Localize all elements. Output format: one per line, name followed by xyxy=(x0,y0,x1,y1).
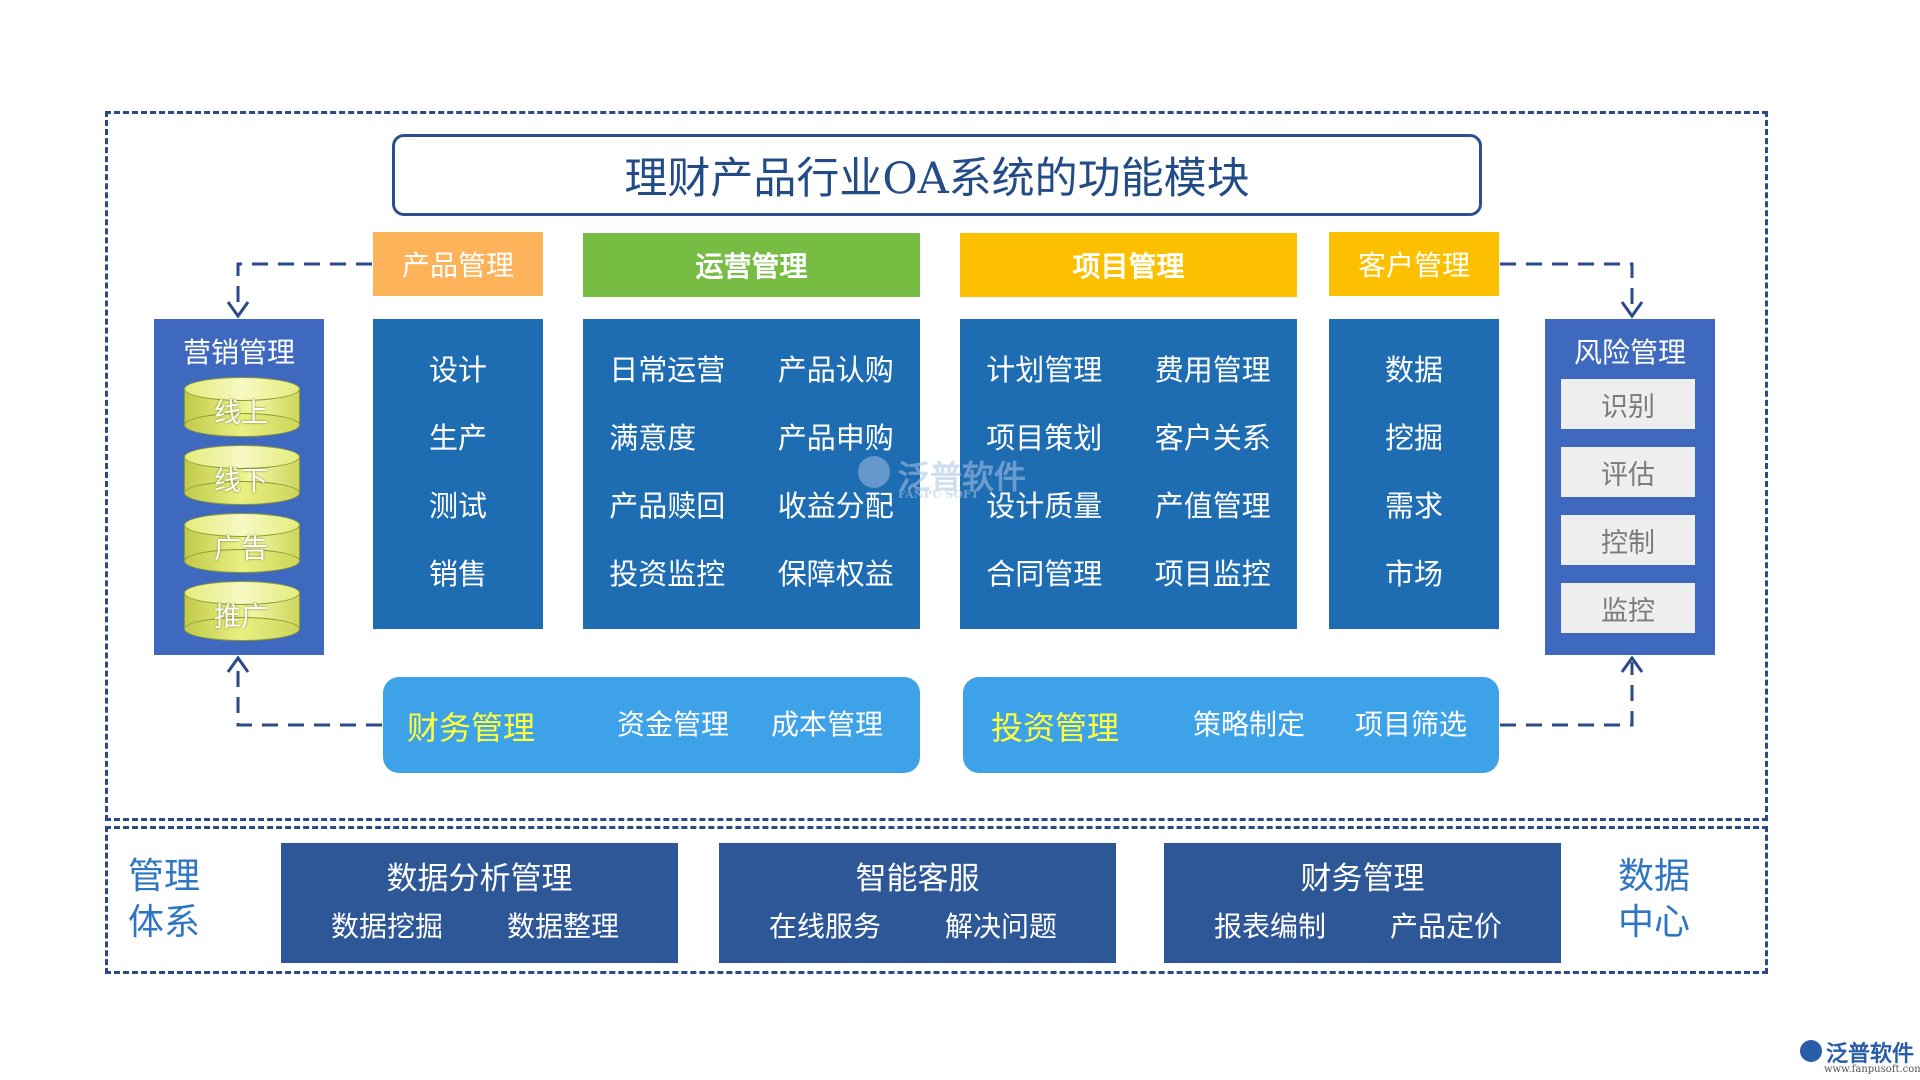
cylinder-promotion: 推广 xyxy=(184,581,300,641)
label-line: 管理 xyxy=(128,856,201,897)
list-item: 产品赎回 xyxy=(609,489,726,523)
marketing-title: 营销管理 xyxy=(182,336,295,369)
finance-management-bar: 财务管理 资金管理 成本管理 xyxy=(383,677,920,773)
brand-icon xyxy=(1800,1040,1822,1062)
investment-management-bar: 投资管理 策略制定 项目筛选 xyxy=(963,677,1499,773)
box-title: 数据分析管理 xyxy=(386,861,573,897)
cylinder-label: 线上 xyxy=(214,398,268,429)
label-line: 数据 xyxy=(1618,856,1691,897)
cylinder-label: 线下 xyxy=(214,466,268,497)
list-item: 费用管理 xyxy=(1154,353,1271,387)
risk-title: 风险管理 xyxy=(1573,336,1686,369)
list-item: 测试 xyxy=(428,489,487,523)
list-item: 挖掘 xyxy=(1384,421,1443,455)
list-item: 销售 xyxy=(428,557,487,591)
list-item: 收益分配 xyxy=(777,489,894,523)
cylinder-label: 广告 xyxy=(214,534,268,565)
cylinder-label: 推广 xyxy=(214,602,268,633)
brand-name: 泛普软件 xyxy=(1826,1041,1915,1067)
watermark-icon xyxy=(858,456,890,488)
data-analysis-box: 数据分析管理 数据挖掘 数据整理 xyxy=(281,843,678,963)
header-product-management: 产品管理 xyxy=(373,232,543,296)
marketing-management-panel: 营销管理 线上 线下 广告 推广 xyxy=(154,319,324,655)
label-line: 体系 xyxy=(128,902,201,943)
box-item: 数据整理 xyxy=(507,910,620,943)
investment-item: 策略制定 xyxy=(1193,708,1306,741)
watermark-subtext: FANPU SOFT xyxy=(898,488,979,501)
list-item: 计划管理 xyxy=(986,353,1103,387)
list-item: 设计质量 xyxy=(986,489,1103,523)
list-item: 满意度 xyxy=(609,421,697,455)
list-item: 生产 xyxy=(428,421,487,455)
list-item: 日常运营 xyxy=(609,353,726,387)
bottom-frame xyxy=(105,826,1768,974)
list-item: 保障权益 xyxy=(777,557,894,591)
watermark-logo: 泛普软件 FANPU SOFT xyxy=(858,452,1058,502)
data-center-label: 数据 中心 xyxy=(1618,854,1690,946)
finance-item: 资金管理 xyxy=(617,708,730,741)
list-item: 投资监控 xyxy=(609,557,726,591)
list-item: 数据 xyxy=(1384,353,1443,387)
product-management-panel: 设计 生产 测试 销售 xyxy=(373,319,543,629)
box-title: 财务管理 xyxy=(1300,861,1425,897)
box-item: 产品定价 xyxy=(1390,910,1503,943)
brand-logo: 泛普软件 www.fanpusoft.com xyxy=(1800,1036,1920,1078)
header-project-management: 项目管理 xyxy=(960,233,1297,297)
list-item: 设计 xyxy=(428,353,487,387)
management-system-label: 管理 体系 xyxy=(128,854,200,946)
box-item: 解决问题 xyxy=(945,910,1058,943)
list-item: 项目策划 xyxy=(986,421,1103,455)
finance-title: 财务管理 xyxy=(407,709,536,747)
list-item: 产值管理 xyxy=(1154,489,1271,523)
list-item: 市场 xyxy=(1384,557,1443,591)
cylinder-online: 线上 xyxy=(184,377,300,437)
cylinder-offline: 线下 xyxy=(184,445,300,505)
risk-item: 监控 xyxy=(1561,583,1695,633)
diagram-title: 理财产品行业OA系统的功能模块 xyxy=(392,134,1482,216)
box-title: 智能客服 xyxy=(855,861,980,897)
investment-title: 投资管理 xyxy=(991,709,1120,747)
risk-item: 评估 xyxy=(1561,447,1695,497)
list-item: 需求 xyxy=(1384,489,1443,523)
finance-box: 财务管理 报表编制 产品定价 xyxy=(1164,843,1561,963)
risk-management-panel: 风险管理 识别 评估 控制 监控 xyxy=(1545,319,1715,655)
list-item: 产品认购 xyxy=(777,353,894,387)
box-item: 数据挖掘 xyxy=(331,910,444,943)
watermark-text: 泛普软件 xyxy=(898,458,1027,496)
brand-url: www.fanpusoft.com xyxy=(1824,1064,1920,1075)
list-item: 客户关系 xyxy=(1154,421,1271,455)
header-operations-management: 运营管理 xyxy=(583,233,920,297)
project-management-panel: 计划管理 费用管理 项目策划 客户关系 设计质量 产值管理 合同管理 项目监控 xyxy=(960,319,1297,629)
risk-item: 控制 xyxy=(1561,515,1695,565)
smart-service-box: 智能客服 在线服务 解决问题 xyxy=(719,843,1116,963)
box-item: 报表编制 xyxy=(1214,910,1327,943)
main-frame xyxy=(105,111,1768,821)
header-customer-management: 客户管理 xyxy=(1329,232,1499,296)
cylinder-ads: 广告 xyxy=(184,513,300,573)
list-item: 合同管理 xyxy=(986,557,1103,591)
risk-item: 识别 xyxy=(1561,379,1695,429)
investment-item: 项目筛选 xyxy=(1355,708,1468,741)
box-item: 在线服务 xyxy=(769,910,882,943)
list-item: 项目监控 xyxy=(1154,557,1271,591)
list-item: 产品申购 xyxy=(777,421,894,455)
label-line: 中心 xyxy=(1618,902,1691,943)
customer-management-panel: 数据 挖掘 需求 市场 xyxy=(1329,319,1499,629)
finance-item: 成本管理 xyxy=(771,708,884,741)
